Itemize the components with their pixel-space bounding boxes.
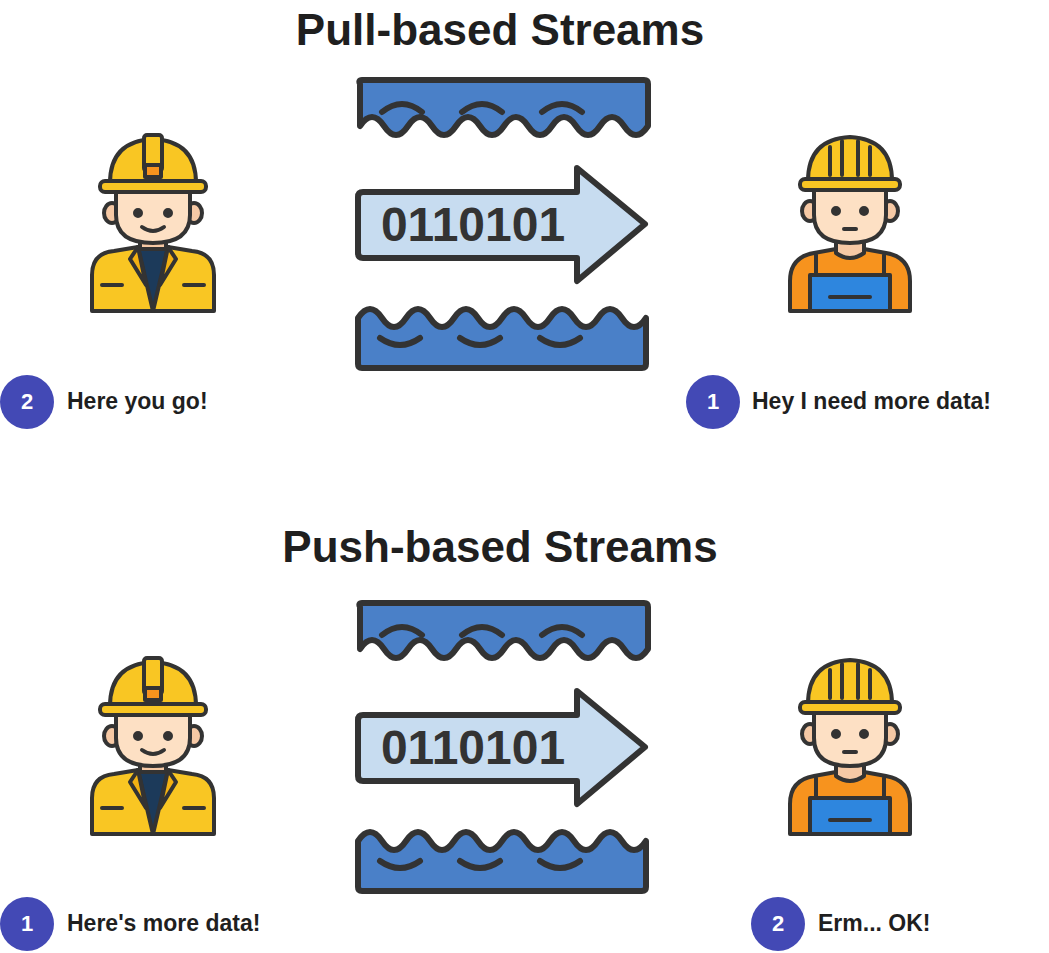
binary-text: 0110101 [381, 724, 565, 772]
speech-text: Erm... OK! [818, 911, 930, 936]
binary-text: 0110101 [381, 201, 565, 249]
callout-number: 2 [0, 375, 54, 429]
stream-arrow: 0110101 [355, 162, 650, 287]
callout-number: 1 [686, 375, 740, 429]
stream-arrow: 0110101 [355, 685, 650, 810]
callout-number: 2 [751, 897, 805, 951]
speech-text: Here's more data! [67, 911, 260, 936]
section-heading: Pull-based Streams [296, 6, 704, 54]
section-heading: Push-based Streams [282, 523, 717, 571]
speech-text: Here you go! [67, 389, 208, 414]
speech-text: Hey I need more data! [752, 389, 991, 414]
callout-number: 1 [0, 897, 54, 951]
